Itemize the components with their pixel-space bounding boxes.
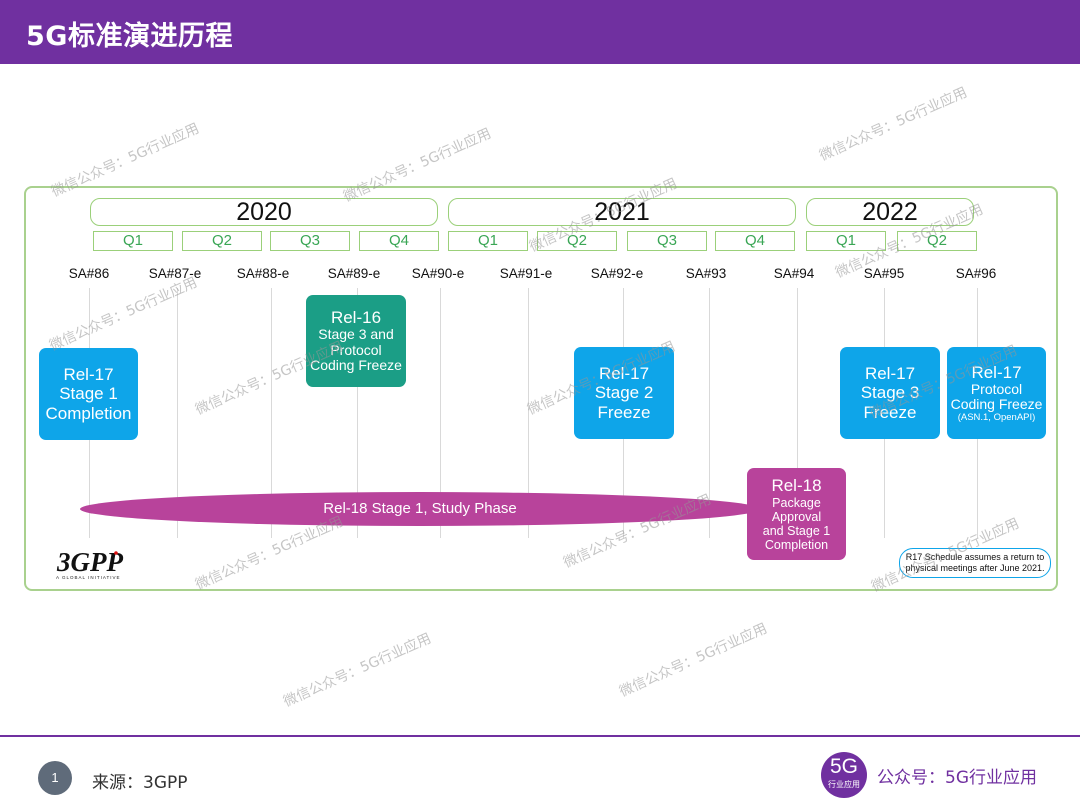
note-line-1: R17 Schedule assumes a return to xyxy=(905,552,1045,562)
milestone-line: Freeze xyxy=(597,402,651,422)
milestone-line: Package xyxy=(772,495,821,510)
milestone-line: Stage 1 xyxy=(59,384,118,404)
year-2022: 2022 xyxy=(806,198,974,226)
page-title: 5G标准演进历程 xyxy=(26,21,233,52)
milestone-line: Rel-16 xyxy=(330,307,382,327)
quarter-2022-q2: Q2 xyxy=(897,231,977,251)
quarter-2021-q1: Q1 xyxy=(448,231,528,251)
quarter-2021-q4: Q4 xyxy=(715,231,795,251)
quarter-2022-q1: Q1 xyxy=(806,231,886,251)
quarter-2020-q3: Q3 xyxy=(270,231,350,251)
milestone-line: (ASN.1, OpenAPI) xyxy=(957,411,1036,423)
brand-text: 公众号：5G行业应用 xyxy=(877,768,1037,788)
milestone-line: Rel-17 xyxy=(598,364,650,384)
meeting-label: SA#96 xyxy=(955,266,997,281)
logo-dot xyxy=(114,551,118,555)
header-bar: 5G标准演进历程 xyxy=(0,0,1080,64)
milestone-line: Protocol xyxy=(970,380,1023,397)
footer-divider xyxy=(0,735,1080,737)
milestone-line: Coding Freeze xyxy=(310,357,402,374)
meeting-label: SA#89-e xyxy=(327,266,381,281)
logo-tagline: A GLOBAL INITIATIVE xyxy=(56,575,121,580)
meeting-line xyxy=(528,288,529,538)
milestone-line: Rel-17 xyxy=(864,364,916,384)
brand-badge: 5G 行业应用 xyxy=(821,752,867,798)
meeting-line xyxy=(797,288,798,538)
meeting-line xyxy=(709,288,710,538)
milestone-rel17-protocol: Rel-17 Protocol Coding Freeze (ASN.1, Op… xyxy=(947,347,1046,439)
milestone-line: Protocol xyxy=(330,341,382,358)
meeting-line xyxy=(357,288,358,538)
milestone-line: Stage 2 xyxy=(594,383,654,403)
meeting-label: SA#90-e xyxy=(411,266,465,281)
watermark: 微信公众号：5G行业应用 xyxy=(281,630,434,711)
meeting-label: SA#94 xyxy=(773,266,815,281)
source-text: 来源：3GPP xyxy=(92,773,188,793)
timeline-frame xyxy=(24,186,1058,591)
year-2021: 2021 xyxy=(448,198,796,226)
year-2020: 2020 xyxy=(90,198,438,226)
milestone-line: Completion xyxy=(45,403,132,423)
watermark: 微信公众号：5G行业应用 xyxy=(817,84,970,165)
milestone-line: Rel-17 xyxy=(971,362,1022,382)
milestone-line: Freeze xyxy=(863,402,917,422)
meeting-label: SA#92-e xyxy=(590,266,644,281)
meeting-label: SA#88-e xyxy=(236,266,290,281)
study-phase-label: Rel-18 Stage 1, Study Phase xyxy=(323,500,517,517)
milestone-line: Completion xyxy=(764,537,829,552)
meeting-line xyxy=(440,288,441,538)
milestone-line: Coding Freeze xyxy=(950,396,1043,413)
watermark: 微信公众号：5G行业应用 xyxy=(617,620,770,701)
meeting-label: SA#86 xyxy=(68,266,110,281)
milestone-line: Approval xyxy=(771,509,822,524)
quarter-2020-q2: Q2 xyxy=(182,231,262,251)
3gpp-logo: 3GPP xyxy=(56,547,123,577)
meeting-label: SA#95 xyxy=(863,266,905,281)
milestone-line: Rel-17 xyxy=(63,365,114,385)
milestone-rel18-package: Rel-18 Package Approval and Stage 1 Comp… xyxy=(747,468,846,560)
quarter-2020-q1: Q1 xyxy=(93,231,173,251)
milestone-line: Stage 3 and xyxy=(318,326,394,342)
meeting-line xyxy=(177,288,178,538)
page-number: 1 xyxy=(38,761,72,795)
brand-badge-subtitle: 行业应用 xyxy=(828,780,860,789)
milestone-line: Stage 3 xyxy=(860,383,920,403)
milestone-rel17-stage1: Rel-17 Stage 1 Completion xyxy=(39,348,138,440)
schedule-note: R17 Schedule assumes a return to physica… xyxy=(899,548,1051,578)
meeting-label: SA#93 xyxy=(685,266,727,281)
milestone-rel16-freeze: Rel-16 Stage 3 and Protocol Coding Freez… xyxy=(306,295,406,387)
note-line-2: physical meetings after June 2021. xyxy=(905,563,1045,573)
quarter-2020-q4: Q4 xyxy=(359,231,439,251)
quarter-2021-q2: Q2 xyxy=(537,231,617,251)
quarter-2021-q3: Q3 xyxy=(627,231,707,251)
meeting-line xyxy=(271,288,272,538)
study-phase-ellipse xyxy=(80,492,760,526)
milestone-rel17-stage2: Rel-17 Stage 2 Freeze xyxy=(574,347,674,439)
milestone-rel17-stage3: Rel-17 Stage 3 Freeze xyxy=(840,347,940,439)
brand-badge-5g: 5G xyxy=(829,755,858,778)
meeting-label: SA#91-e xyxy=(499,266,553,281)
meeting-label: SA#87-e xyxy=(148,266,202,281)
milestone-line: and Stage 1 xyxy=(762,523,831,538)
logo-text: 3GPP xyxy=(56,547,123,577)
milestone-line: Rel-18 xyxy=(771,476,822,496)
